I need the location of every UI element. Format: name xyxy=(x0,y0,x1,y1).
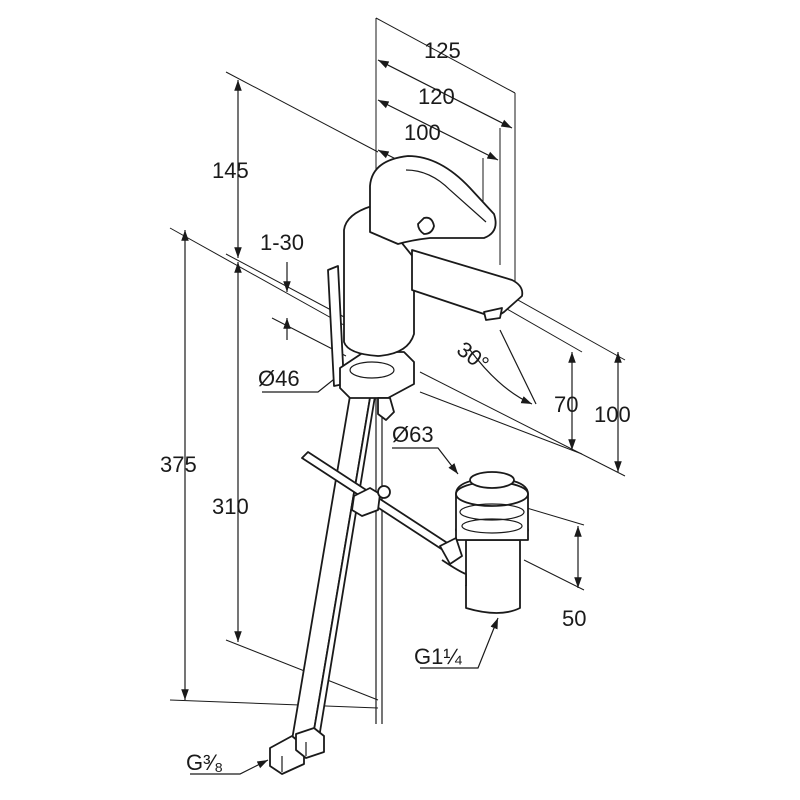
faucet-body xyxy=(343,155,524,357)
thread-g1-1-4: G1¼ xyxy=(414,644,462,669)
dim-100-top: 100 xyxy=(404,120,441,145)
dim-46: Ø46 xyxy=(258,366,300,391)
dim-120: 120 xyxy=(418,84,455,109)
dim-63: Ø63 xyxy=(392,422,434,447)
dimension-lines xyxy=(181,59,622,700)
hose-fittings xyxy=(269,727,325,775)
dim-145: 145 xyxy=(212,158,249,183)
dim-310: 310 xyxy=(212,494,249,519)
dim-70: 70 xyxy=(554,392,578,417)
dim-375: 375 xyxy=(160,452,197,477)
supply-hoses xyxy=(291,372,383,745)
dimension-labels: 125 120 100 145 1-30 Ø46 30° 70 100 Ø63 … xyxy=(160,38,631,775)
dim-125: 125 xyxy=(424,38,461,63)
dim-1-30: 1-30 xyxy=(260,230,304,255)
dim-50: 50 xyxy=(562,606,586,631)
extension-lines xyxy=(169,17,626,709)
pop-up-waste xyxy=(439,471,529,614)
dim-100-right: 100 xyxy=(594,402,631,427)
rod-clamp xyxy=(351,485,391,517)
thread-g3-8: G³⁄₈ xyxy=(186,750,223,775)
